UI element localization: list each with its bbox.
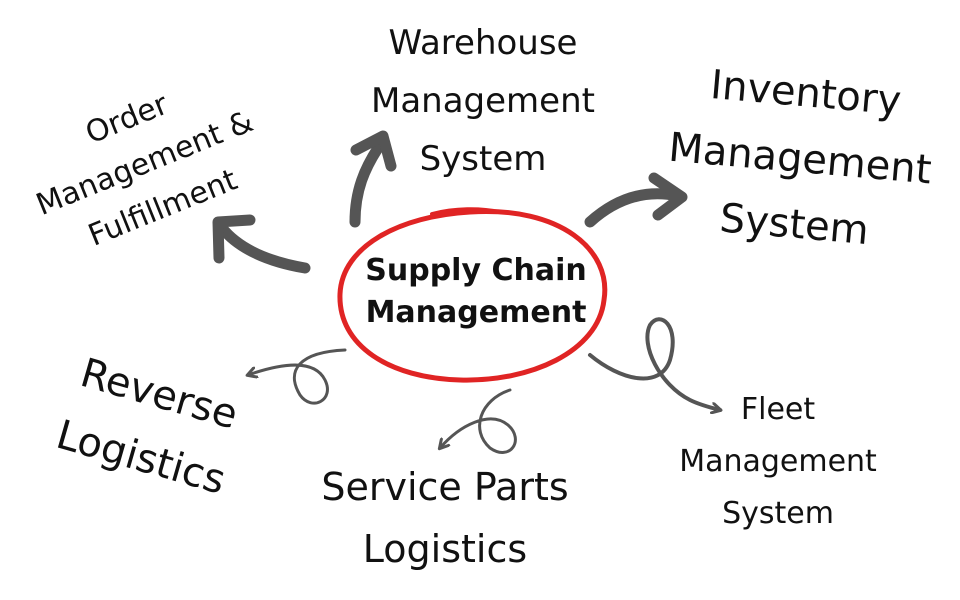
center-ellipse [337, 207, 608, 383]
node-inventory-management-system: Inventory Management System [652, 48, 948, 270]
arrow-to-inventory [584, 172, 688, 228]
arrow-to-fleet [588, 317, 720, 410]
warehouse-line-2: Management [371, 81, 595, 121]
fleet-line-2: Management [679, 444, 877, 479]
arrow-to-warehouse [349, 130, 397, 228]
arrow-to-reverse [248, 348, 347, 405]
warehouse-line-1: Warehouse [388, 23, 578, 63]
fleet-line-3: System [722, 496, 834, 531]
arrow-to-order [212, 214, 311, 274]
node-fleet-management-system: Fleet Management System [668, 384, 888, 540]
warehouse-line-3: System [419, 139, 547, 179]
center-label-line-2: Management [365, 295, 587, 330]
fleet-line-1: Fleet [740, 392, 816, 427]
service-line-1: Service Parts [321, 465, 569, 509]
node-service-parts-logistics: Service Parts Logistics [300, 456, 590, 580]
service-line-2: Logistics [362, 527, 528, 571]
node-warehouse-management-system: Warehouse Management System [368, 14, 598, 188]
center-label-line-1: Supply Chain [365, 253, 587, 288]
center-label: Supply Chain Management [346, 250, 606, 334]
arrow-to-service-parts [440, 388, 517, 454]
